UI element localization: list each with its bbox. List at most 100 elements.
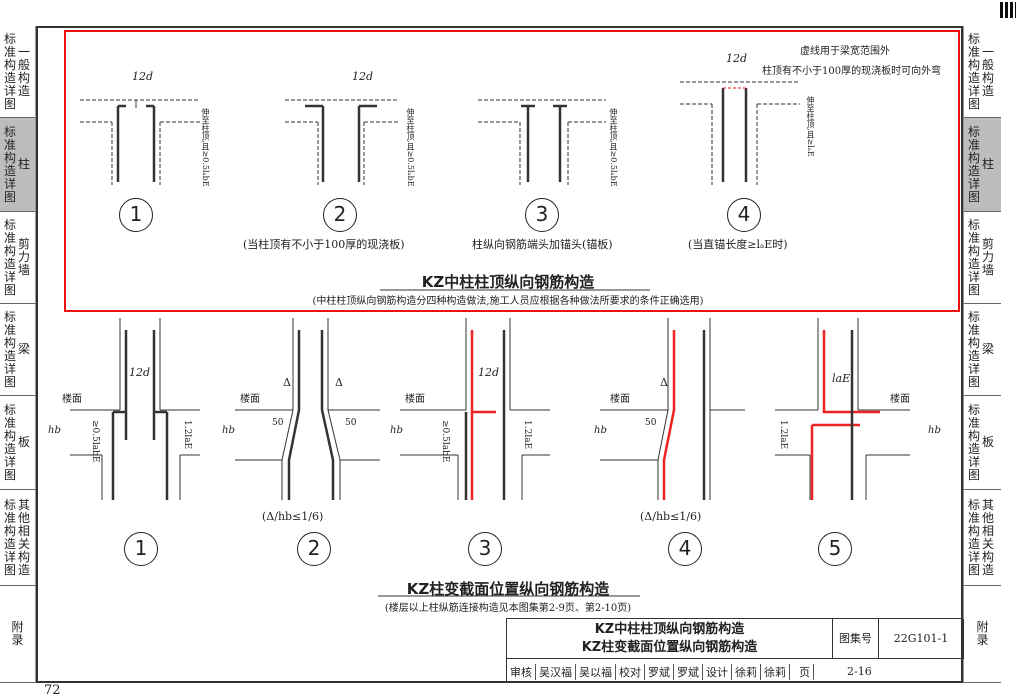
- bottom-dim-12-1: 1.2laE: [182, 420, 192, 450]
- bottom-dim-12d-3: 12d: [478, 366, 500, 379]
- tab-column-col1: 标准构造详图: [3, 124, 16, 204]
- sig-review-label: 审核: [507, 663, 536, 680]
- rtab-other-col1: 标准构造详图: [967, 497, 980, 577]
- top-caption-4: (当直锚长度≥lₐE时): [688, 238, 788, 251]
- tab-shear-wall-col1: 标准构造详图: [3, 217, 16, 297]
- bottom-floor-2: 楼面: [240, 394, 260, 405]
- sig-review-name: 吴汉福: [536, 663, 576, 680]
- top-dim-12d-1: 12d: [132, 70, 154, 83]
- rtab-general-col2: 一般构造: [981, 44, 994, 98]
- rtab-shear-wall[interactable]: 标准构造详图剪力墙: [963, 212, 1001, 304]
- bottom-dim-05-3: ≥0.5labE: [440, 420, 450, 463]
- top-note-2: 柱顶有不小于100厚的现浇板时可向外弯: [762, 66, 942, 77]
- tab-general[interactable]: 标准构造详图一般构造: [0, 26, 36, 118]
- bottom-dim-12-5: 1.2laE: [778, 420, 788, 450]
- bottom-detail-1-number: 1: [124, 532, 158, 566]
- bottom-delta-2a: Δ: [283, 376, 291, 389]
- bottom-ratio-2: (Δ/hb≤1/6): [262, 510, 324, 523]
- top-detail-3-number: 3: [525, 198, 559, 232]
- rtab-column-col2: 柱: [981, 157, 994, 171]
- title-block: KZ中柱柱顶纵向钢筋构造 KZ柱变截面位置纵向钢筋构造 图集号 22G101-1…: [506, 618, 964, 684]
- tab-slab[interactable]: 标准构造详图板: [0, 396, 36, 490]
- bottom-delta-4: Δ: [660, 376, 668, 389]
- bottom-section-title: KZ柱变截面位置纵向钢筋构造: [406, 580, 610, 598]
- rtab-slab[interactable]: 标准构造详图板: [963, 396, 1001, 490]
- tab-shear-wall[interactable]: 标准构造详图剪力墙: [0, 212, 36, 304]
- tab-slab-col1: 标准构造详图: [3, 402, 16, 482]
- rtab-slab-col2: 板: [981, 435, 994, 449]
- bottom-dim-50-2b: 50: [345, 418, 357, 428]
- bottom-hb-3: hb: [390, 425, 403, 436]
- rtab-beam-col2: 梁: [981, 342, 994, 356]
- tab-other-col2: 其他相关构造: [17, 497, 30, 577]
- top-note-1: 虚线用于梁宽范围外: [800, 46, 890, 57]
- bottom-floor-5: 楼面: [890, 394, 910, 405]
- bottom-delta-2b: Δ: [335, 376, 343, 389]
- tab-appendix[interactable]: 附录: [0, 586, 36, 683]
- top-detail-4-number: 4: [727, 198, 761, 232]
- rtab-shear-wall-col1: 标准构造详图: [967, 217, 980, 297]
- atlas-number: 22G101-1: [879, 619, 964, 659]
- bottom-dim-lae-5: laE: [832, 372, 851, 385]
- bottom-floor-3: 楼面: [405, 394, 425, 405]
- rtab-appendix-col1: 附录: [976, 620, 989, 647]
- top-dim-label-1: 伸至柱顶,且≥0.5lₐbE: [201, 108, 210, 187]
- top-section-title: KZ中柱柱顶纵向钢筋构造: [421, 273, 595, 291]
- signature-row: 审核 吴汉福 吴以福 校对 罗斌 罗斌 设计 徐莉 徐莉 页 2-16: [507, 659, 964, 684]
- tab-shear-wall-col2: 剪力墙: [17, 237, 30, 277]
- top-dim-12d-4: 12d: [726, 52, 748, 65]
- atlas-label: 图集号: [833, 619, 879, 659]
- rtab-column[interactable]: 标准构造详图柱: [963, 118, 1001, 212]
- sig-check-label: 校对: [616, 663, 645, 680]
- tab-general-col2: 一般构造: [17, 44, 30, 98]
- top-caption-2: (当柱顶有不小于100厚的现浇板): [243, 238, 405, 251]
- rtab-column-col1: 标准构造详图: [967, 124, 980, 204]
- page-label: 页: [796, 663, 814, 680]
- bottom-dim-12d-1: 12d: [129, 366, 151, 379]
- top-detail-1-number: 1: [119, 198, 153, 232]
- top-section-subtitle: (中柱柱顶纵向钢筋构造分四种构造做法,施工人员应根据各种做法所要求的条件正确选用…: [312, 296, 704, 307]
- title-block-line1: KZ中柱柱顶纵向钢筋构造: [594, 622, 745, 637]
- bottom-ratio-4: (Δ/hb≤1/6): [640, 510, 702, 523]
- top-detail-outlines: [80, 81, 800, 185]
- sig-check-name: 罗斌: [645, 663, 674, 680]
- tab-beam[interactable]: 标准构造详图梁: [0, 304, 36, 396]
- title-block-line2: KZ柱变截面位置纵向钢筋构造: [581, 640, 758, 655]
- rtab-other[interactable]: 标准构造详图其他相关构造: [963, 490, 1001, 586]
- tab-other[interactable]: 标准构造详图其他相关构造: [0, 490, 36, 586]
- bottom-detail-outlines: [70, 318, 910, 500]
- bottom-dim-50-4: 50: [645, 418, 657, 428]
- rtab-general[interactable]: 标准构造详图一般构造: [963, 26, 1001, 118]
- top-dim-12d-2: 12d: [352, 70, 374, 83]
- bottom-floor-4: 楼面: [610, 394, 630, 405]
- bottom-hb-2: hb: [222, 425, 235, 436]
- bottom-floor-1: 楼面: [62, 394, 82, 405]
- rtab-beam[interactable]: 标准构造详图梁: [963, 304, 1001, 396]
- page-number: 72: [44, 683, 61, 698]
- bottom-hb-1: hb: [48, 425, 61, 436]
- rtab-slab-col1: 标准构造详图: [967, 402, 980, 482]
- bottom-detail-4-number: 4: [668, 532, 702, 566]
- top-detail-2-number: 2: [323, 198, 357, 232]
- bottom-dim-12-3: 1.2laE: [522, 420, 532, 450]
- tab-beam-col2: 梁: [17, 342, 30, 356]
- tab-general-col1: 标准构造详图: [3, 31, 16, 111]
- bottom-dim-05-1: ≥0.5labE: [90, 420, 100, 463]
- bottom-section-subtitle: (楼层以上柱纵筋连接构造见本图集第2-9页、第2-10页): [384, 603, 632, 614]
- bottom-hb-4: hb: [594, 425, 607, 436]
- tab-column[interactable]: 标准构造详图柱: [0, 118, 36, 212]
- sig-check-sign: 罗斌: [674, 663, 703, 680]
- bottom-detail-2-number: 2: [297, 532, 331, 566]
- tab-other-col1: 标准构造详图: [3, 497, 16, 577]
- rtab-beam-col1: 标准构造详图: [967, 309, 980, 389]
- tab-column-col2: 柱: [17, 157, 30, 171]
- sig-review-sign: 吴以福: [576, 663, 616, 680]
- page-value: 2-16: [847, 665, 872, 678]
- top-dim-label-3: 伸至柱顶,且≥0.5lₐbE: [609, 108, 618, 187]
- bottom-dim-50-2a: 50: [272, 418, 284, 428]
- title-block-title: KZ中柱柱顶纵向钢筋构造 KZ柱变截面位置纵向钢筋构造: [507, 619, 833, 659]
- top-caption-3: 柱纵向钢筋端头加锚头(锚板): [472, 238, 613, 251]
- sig-design-sign: 徐莉: [761, 663, 790, 680]
- title-underlines: [378, 289, 650, 597]
